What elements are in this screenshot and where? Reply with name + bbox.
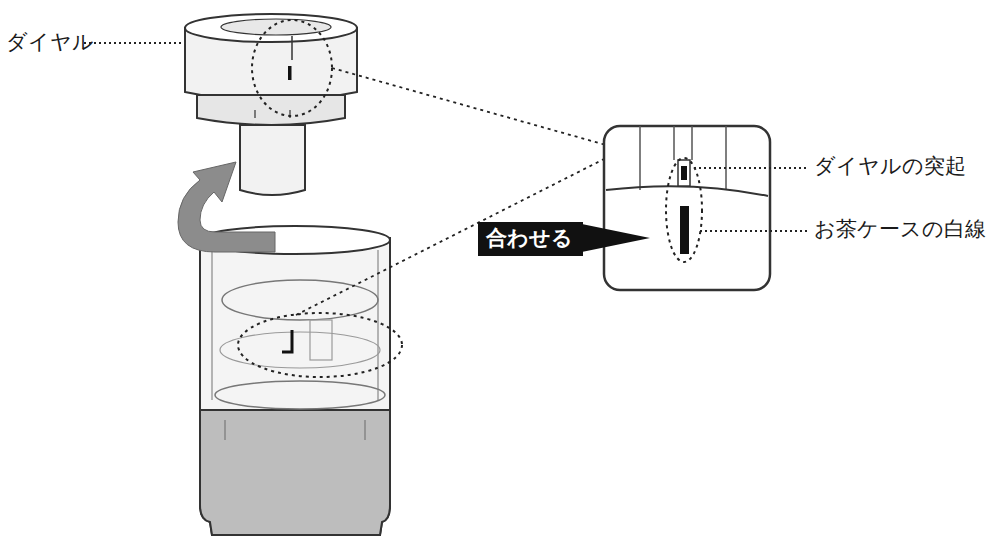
part-label: お茶ケースの白線 <box>814 217 986 242</box>
tea-case <box>200 226 390 535</box>
zoom-view <box>572 126 770 290</box>
part-label: ダイヤルの突起 <box>814 154 966 179</box>
part-label: ダイヤル <box>6 30 94 55</box>
callout-box: 合わせる <box>478 222 583 256</box>
dial <box>185 14 357 195</box>
instruction-label: 合わせる <box>486 226 575 251</box>
